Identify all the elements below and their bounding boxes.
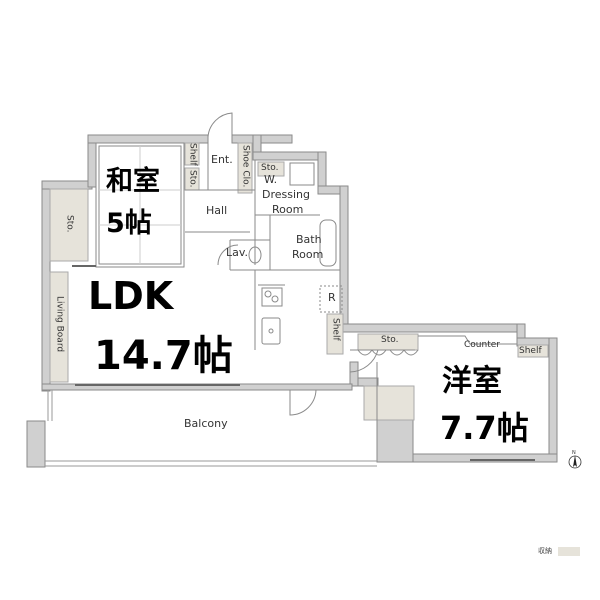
washitsu-size: 5帖 (106, 208, 152, 239)
label-balcony: Balcony (184, 417, 228, 430)
svg-text:N: N (572, 450, 576, 456)
label-bath-1: Bath (296, 233, 322, 246)
youshitsu-size: 7.7帖 (440, 409, 529, 447)
label-sto-w: Sto. (261, 163, 279, 173)
label-shelf-kitchen: Shelf (330, 318, 341, 341)
label-shoe-closet: Shoe Clo. (240, 145, 251, 188)
label-lavatory: Lav. (226, 246, 249, 259)
washitsu-name: 和室 (106, 166, 160, 197)
label-w: W. (264, 173, 278, 186)
label-shelf-bedroom: Shelf (519, 346, 542, 356)
label-dressing-1: Dressing (262, 188, 310, 201)
label-counter: Counter (464, 340, 500, 350)
youshitsu-name: 洋室 (442, 364, 502, 399)
label-hall: Hall (206, 204, 228, 217)
legend-label: 収納 (538, 547, 552, 555)
storage-areas (49, 142, 549, 421)
ldk-name: LDK (88, 274, 174, 318)
ldk-size: 14.7帖 (94, 333, 233, 379)
label-living-board: Living Board (54, 296, 65, 353)
north-compass-icon: N (568, 450, 582, 469)
label-entrance: Ent. (211, 153, 233, 166)
label-dressing-2: Room (272, 203, 304, 216)
label-refrigerator: R (328, 291, 336, 304)
label-sto-entrance: Sto. (187, 170, 198, 188)
label-sto-left: Sto. (64, 215, 75, 233)
label-bath-2: Room (292, 248, 324, 261)
storage-swatch (558, 546, 580, 556)
label-sto-bedroom: Sto. (381, 335, 399, 345)
label-shelf-entrance: Shelf (187, 143, 198, 166)
legend: 収納 (538, 546, 580, 556)
